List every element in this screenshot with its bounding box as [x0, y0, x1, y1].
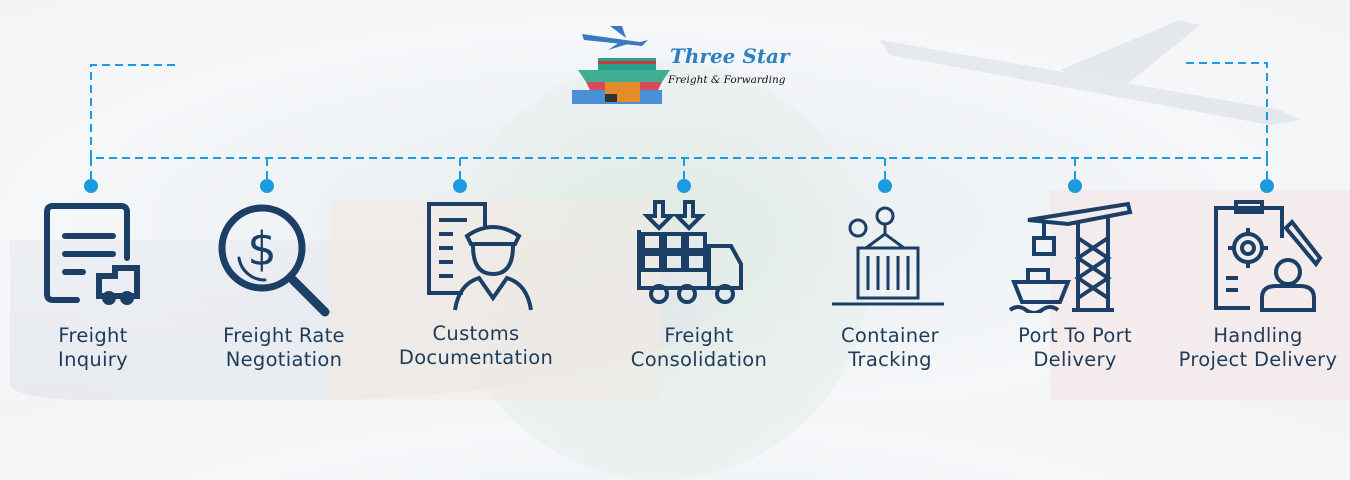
- container-crane-icon: [832, 206, 944, 306]
- service-container-tracking: [788, 198, 988, 308]
- timeline-connector: [84, 62, 1274, 193]
- service-freight-rate-negotiation: $: [177, 198, 377, 318]
- service-customs-documentation: [378, 198, 578, 313]
- background-airplane: [880, 20, 1300, 125]
- service-freight-inquiry: [0, 198, 191, 308]
- service-freight-consolidation: [592, 198, 792, 308]
- logo-subtitle: Freight & Forwarding: [668, 74, 786, 86]
- dollar-magnifier-icon: $: [218, 204, 330, 317]
- background-cargo: [330, 200, 660, 400]
- service-port-to-port-delivery: [970, 198, 1170, 313]
- truck-boxes-icon: [637, 200, 743, 304]
- document-truck-icon: [44, 203, 140, 305]
- logo-title: Three Star: [670, 44, 790, 68]
- logo-graphic: [572, 26, 670, 104]
- port-crane-ship-icon: [1008, 201, 1132, 313]
- customs-officer-icon: [427, 202, 533, 311]
- svg-text:$: $: [247, 222, 276, 276]
- project-manager-icon: [1214, 200, 1323, 312]
- service-handling-project-delivery: [1168, 198, 1350, 313]
